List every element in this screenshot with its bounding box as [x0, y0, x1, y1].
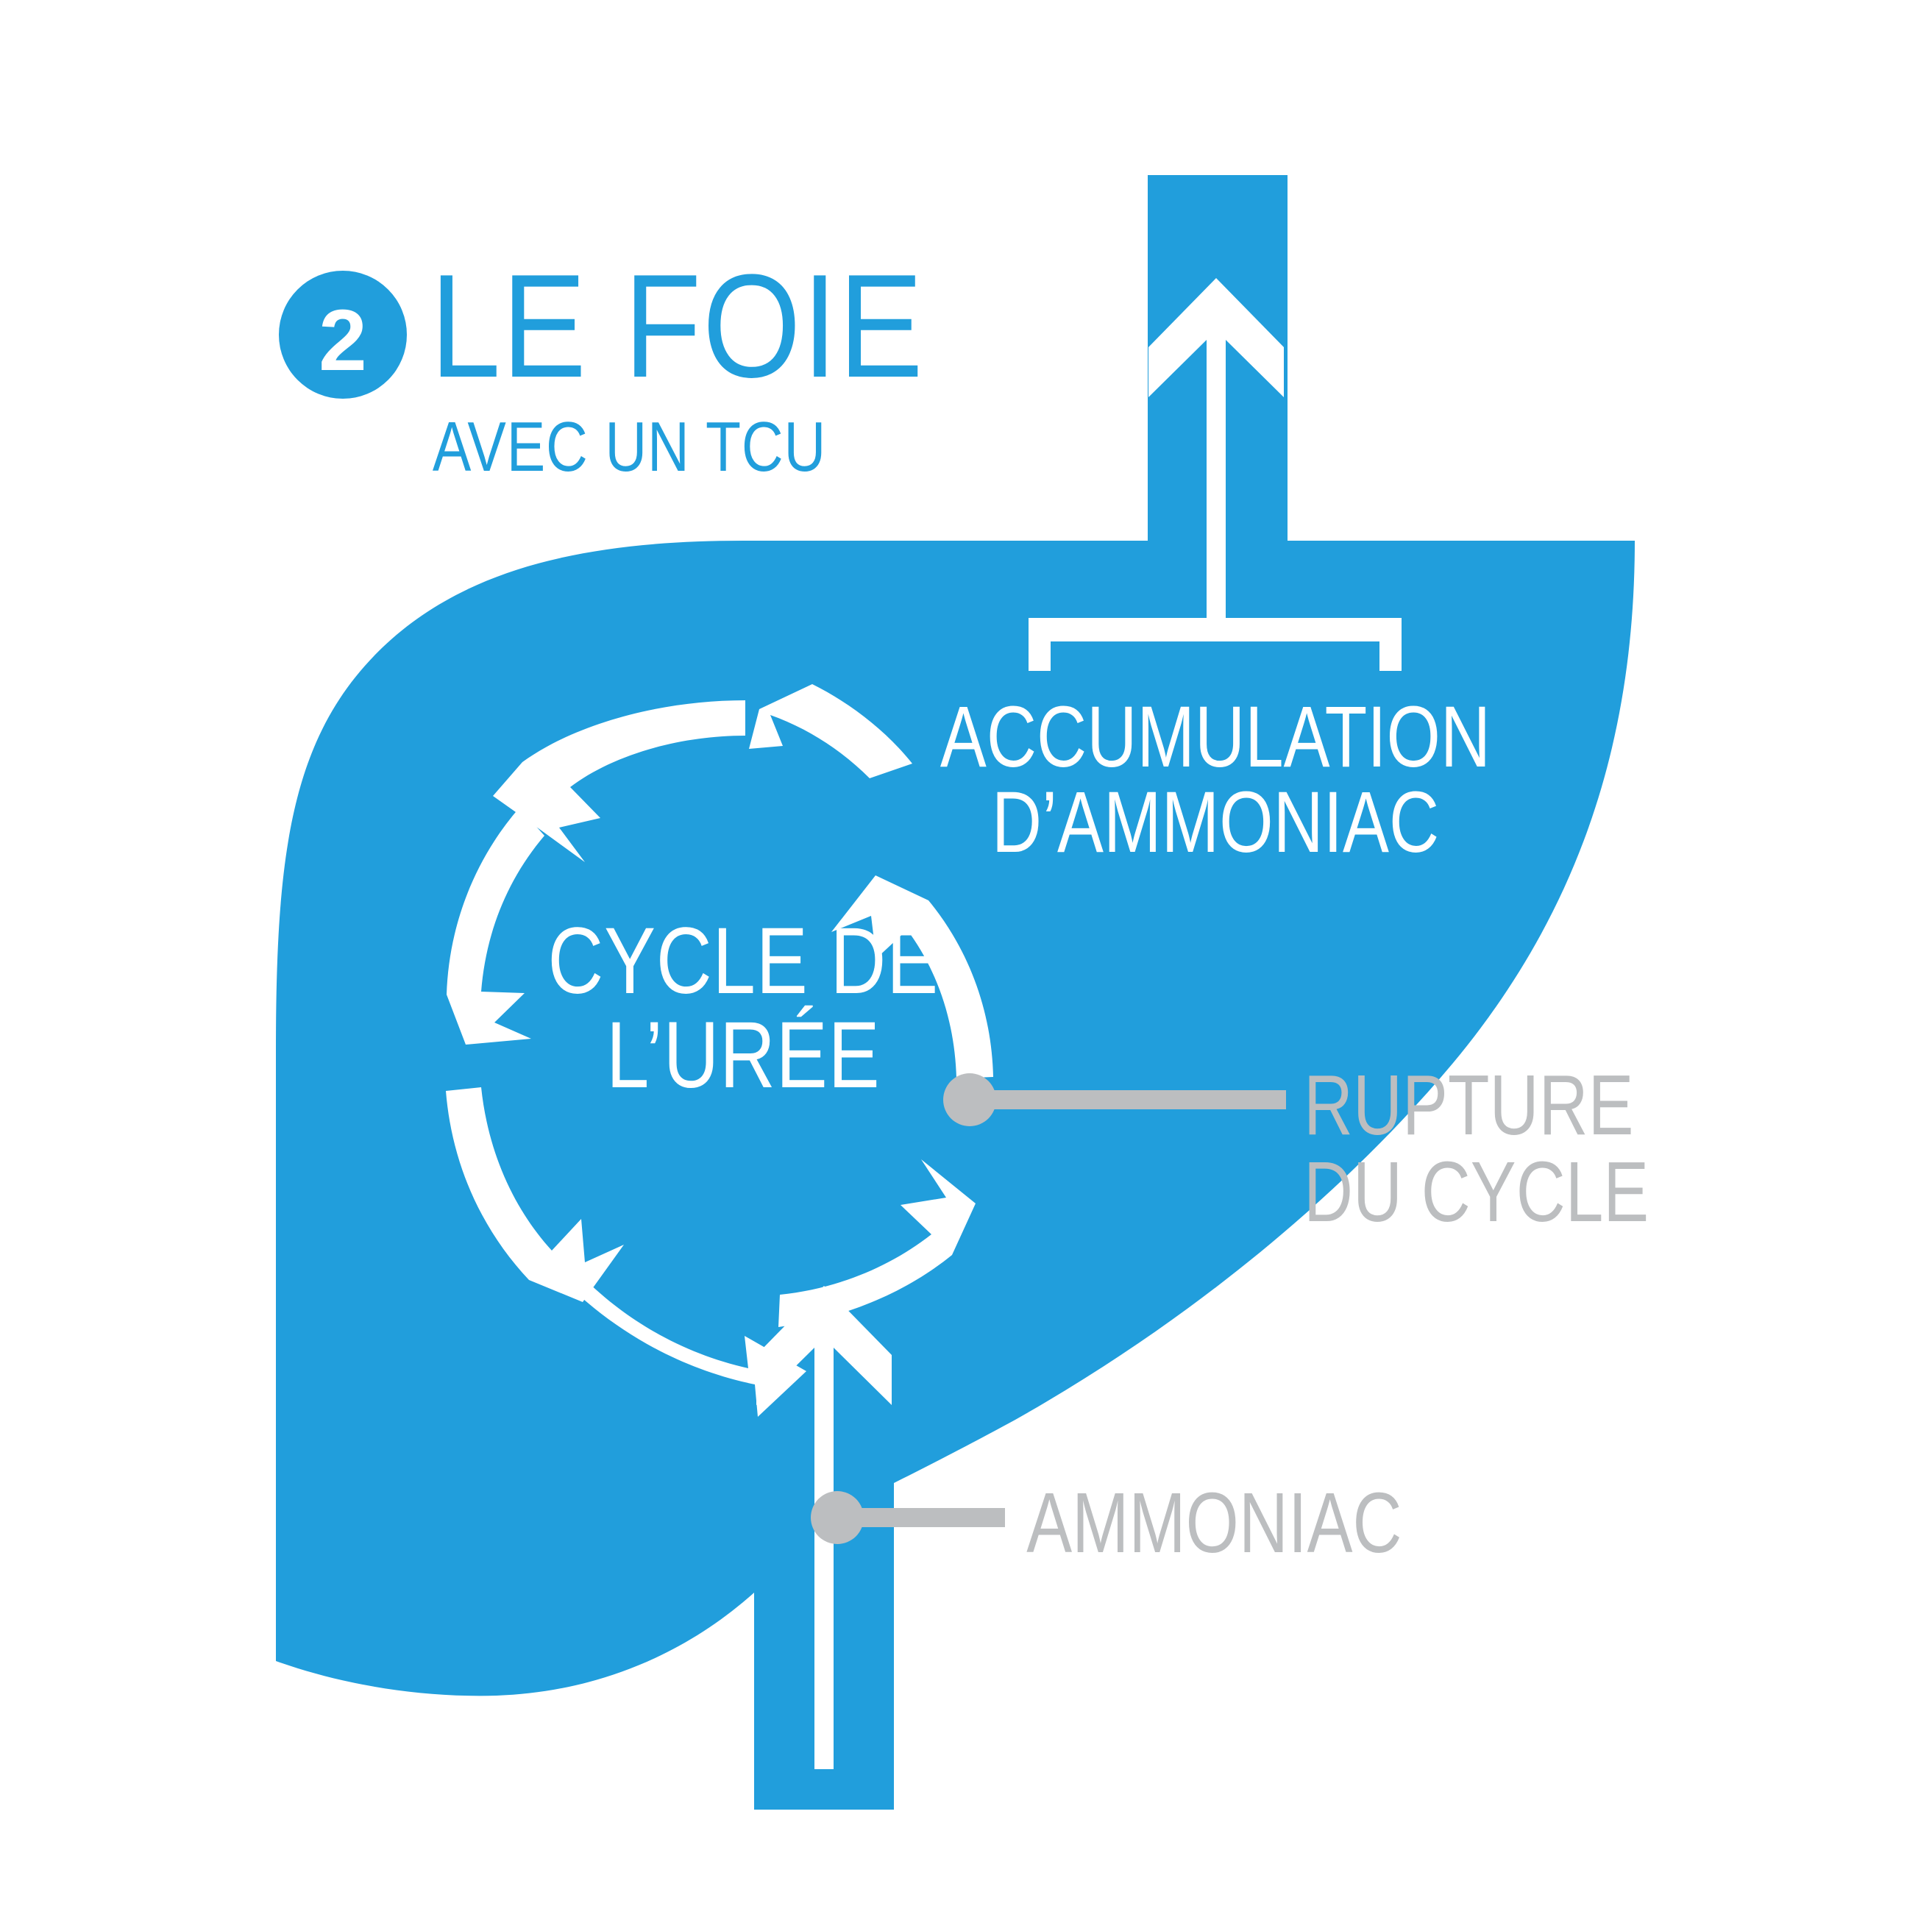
rupture-label-line2: DU CYCLE	[1304, 1145, 1649, 1240]
inflow-arrow-head	[756, 1286, 892, 1405]
accumulation-label-line1: ACCUMULATION	[940, 688, 1491, 786]
cycle-arrow-upper-left	[493, 700, 745, 862]
cycle-label-group: CYCLE DE L’URÉE	[548, 908, 939, 1107]
step-number-badge	[279, 271, 407, 399]
page-title: LE FOIE	[430, 243, 925, 408]
cycle-arrow-right	[831, 875, 993, 1078]
ammonia-accumulation-arrow-group	[1029, 278, 1402, 671]
step-number-label: 2	[319, 292, 367, 389]
urea-cycle-arrows	[446, 684, 993, 1417]
cycle-arrow-top-right	[749, 684, 912, 778]
accumulation-bracket	[1029, 618, 1402, 671]
cycle-arrow-lower-right	[778, 1159, 976, 1327]
cycle-label-line2: L’URÉE	[606, 1002, 880, 1107]
page-subtitle: AVEC UN TCU	[433, 408, 826, 486]
rupture-callout-leader-line	[970, 1090, 1286, 1109]
cycle-arrow-bottom	[558, 1276, 806, 1417]
rupture-callout[interactable]: RUPTURE DU CYCLE	[943, 1058, 1649, 1240]
ammoniac-callout[interactable]: AMMONIAC	[811, 1476, 1402, 1571]
cycle-arrow-lower-left	[446, 1087, 624, 1302]
accumulation-label-group: ACCUMULATION D’AMMONIAC	[940, 688, 1491, 871]
accumulation-label-line2: D’AMMONIAC	[992, 773, 1439, 871]
cycle-label-line1: CYCLE DE	[548, 908, 939, 1013]
rupture-label-line1: RUPTURE	[1304, 1058, 1634, 1153]
cycle-arrow-left	[447, 808, 544, 1045]
accumulation-arrow-head	[1148, 278, 1284, 397]
ammoniac-label: AMMONIAC	[1026, 1476, 1402, 1571]
header-group: 2 LE FOIE AVEC UN TCU	[279, 243, 925, 486]
ammoniac-callout-leader-line	[837, 1508, 1005, 1527]
